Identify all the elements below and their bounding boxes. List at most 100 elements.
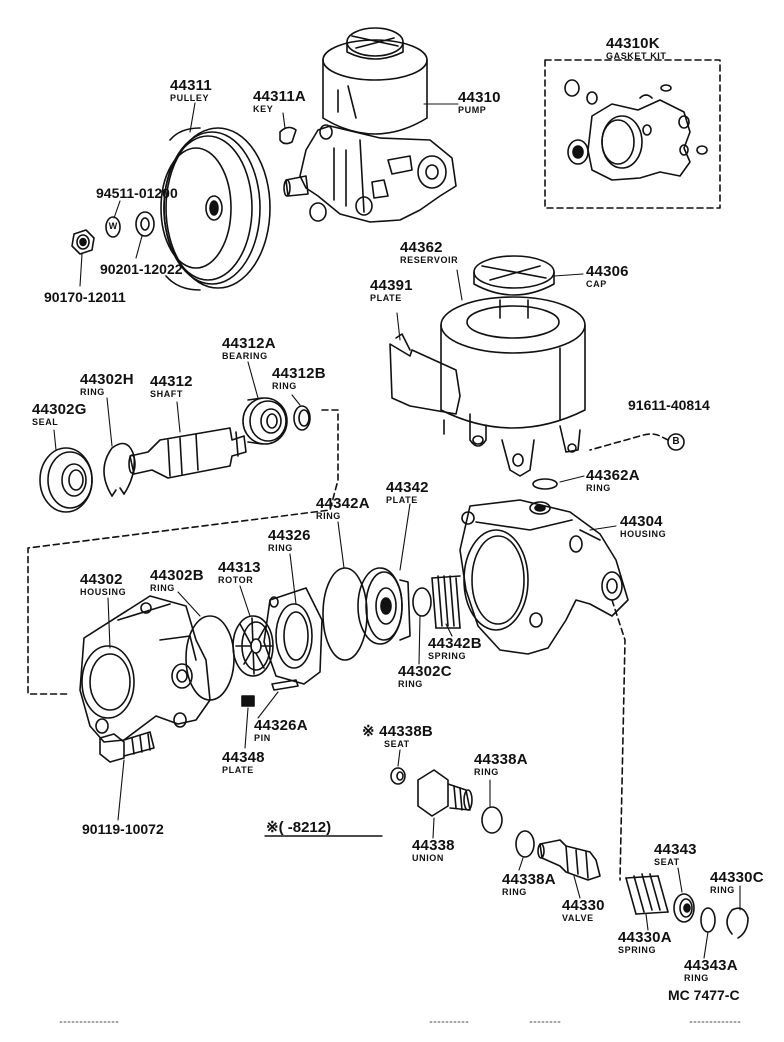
part-name-44330: VALVE — [562, 913, 594, 923]
part-number-44304: 44304 — [620, 513, 663, 530]
part-number-44338: 44338 — [412, 837, 455, 854]
label-44348: 44348 PLATE — [222, 750, 265, 775]
label-44306: 44306 CAP — [586, 264, 629, 289]
label-44342: 44342 PLATE — [386, 480, 429, 505]
label-44312A: 44312A BEARING — [222, 336, 276, 361]
label-44310K: 44310K GASKET KIT — [606, 36, 667, 61]
label-44302H: 44302H RING — [80, 372, 134, 397]
assembly-guide-line-2 — [611, 599, 626, 881]
label-90201-12022: 90201-12022 — [100, 261, 183, 277]
label-44338: 44338 UNION — [412, 838, 455, 863]
part-number-44312A: 44312A — [222, 335, 276, 352]
part-name-44302B: RING — [150, 583, 175, 593]
nut-90170-drawing — [71, 229, 95, 255]
reservoir-plate-drawing — [389, 333, 461, 415]
part-name-44312: SHAFT — [150, 389, 183, 399]
asterisk-marker-44338B: ※ — [362, 723, 375, 740]
part-number-44362: 44362 — [400, 239, 443, 256]
assembly-guide-line-1 — [27, 409, 339, 695]
ring-44362A-drawing — [532, 478, 558, 490]
label-44391: 44391 PLATE — [370, 278, 413, 303]
reservoir-drawing — [440, 255, 586, 477]
label-44312: 44312 SHAFT — [150, 374, 193, 399]
part-name-44338A-lower: RING — [502, 887, 527, 897]
ring-44312B-drawing — [293, 405, 311, 431]
part-name-44312A: BEARING — [222, 351, 268, 361]
seat-44343-drawing — [673, 893, 695, 923]
label-44302: 44302 HOUSING — [80, 572, 126, 597]
part-number-44312B: 44312B — [272, 365, 326, 382]
part-number-44302: 44302 — [80, 571, 123, 588]
part-name-44311A: KEY — [253, 104, 274, 114]
part-name-44313: ROTOR — [218, 575, 254, 585]
part-name-44304: HOUSING — [620, 529, 667, 539]
part-name-44343: SEAT — [654, 857, 680, 867]
part-number-44330: 44330 — [562, 897, 605, 914]
part-name-44302H: RING — [80, 387, 105, 397]
shaft-drawing — [128, 427, 247, 479]
label-44330C: 44330C RING — [710, 870, 764, 895]
seal-drawing — [39, 447, 93, 513]
part-name-44362: RESERVOIR — [400, 255, 459, 265]
part-number-44348: 44348 — [222, 749, 265, 766]
washer-90201-drawing — [135, 211, 155, 237]
label-91611-40814: 91611-40814 — [628, 397, 710, 413]
part-number-44302B: 44302B — [150, 567, 204, 584]
gasket-kit-box — [544, 59, 721, 209]
label-44330A: 44330A SPRING — [618, 930, 672, 955]
part-number-44302H: 44302H — [80, 371, 134, 388]
part-number-44326: 44326 — [268, 527, 311, 544]
b-marker-letter: B — [672, 436, 680, 447]
part-number-44343: 44343 — [654, 841, 697, 858]
ring-44302B-drawing — [185, 615, 235, 701]
housing-44302-drawing — [79, 595, 211, 743]
part-number-44310: 44310 — [458, 89, 501, 106]
label-44343: 44343 SEAT — [654, 842, 697, 867]
part-name-44326A: PIN — [254, 733, 271, 743]
part-number-44306: 44306 — [586, 263, 629, 280]
part-name-44338A-upper: RING — [474, 767, 499, 777]
label-44338A-upper: 44338A RING — [474, 752, 528, 777]
ring-44338A-upper-drawing — [481, 806, 503, 834]
bearing-drawing — [242, 397, 288, 445]
label-44310: 44310 PUMP — [458, 90, 501, 115]
part-number-44302C: 44302C — [398, 663, 452, 680]
part-number-44342: 44342 — [386, 479, 429, 496]
key-drawing — [279, 126, 297, 145]
plate-44342-drawing — [357, 567, 411, 645]
ring-44338A-lower-drawing — [515, 830, 535, 858]
washer-w-marker: W — [108, 221, 118, 231]
rotor-drawing — [232, 615, 274, 677]
washer-94511-drawing — [105, 216, 121, 238]
ring-44342A-drawing — [322, 567, 368, 661]
part-number-44338A-upper: 44338A — [474, 751, 528, 768]
spring-44330A-drawing — [625, 873, 669, 915]
part-name-44311: PULLEY — [170, 93, 210, 103]
part-number-44338A-lower: 44338A — [502, 871, 556, 888]
ring-44343A-drawing — [700, 907, 716, 933]
pin-drawing — [271, 679, 299, 691]
label-44311: 44311 PULLEY — [170, 78, 212, 103]
label-94511-01200: 94511-01200 — [96, 185, 178, 201]
part-number-44338B: 44338B — [379, 723, 433, 740]
label-90119-10072: 90119-10072 — [82, 821, 164, 837]
part-number-44330C: 44330C — [710, 869, 764, 886]
drawing-code: MC 7477-C — [668, 987, 740, 1003]
part-number-44326A: 44326A — [254, 717, 308, 734]
part-name-44302: HOUSING — [80, 587, 127, 597]
label-44302G: 44302G SEAL — [32, 402, 87, 427]
part-name-44348: PLATE — [222, 765, 254, 775]
label-44311A: 44311A KEY — [253, 89, 306, 114]
part-name-44342B: SPRING — [428, 651, 467, 661]
pump-assembly-drawing — [283, 27, 457, 223]
part-number-44302G: 44302G — [32, 401, 87, 418]
label-44302B: 44302B RING — [150, 568, 204, 593]
part-number-44311: 44311 — [170, 77, 212, 94]
label-44302C: 44302C RING — [398, 664, 452, 689]
part-name-44330C: RING — [710, 885, 735, 895]
part-number-44311A: 44311A — [253, 88, 306, 105]
part-name-44391: PLATE — [370, 293, 402, 303]
label-44343A: 44343A RING — [684, 958, 738, 983]
part-number-44312: 44312 — [150, 373, 193, 390]
